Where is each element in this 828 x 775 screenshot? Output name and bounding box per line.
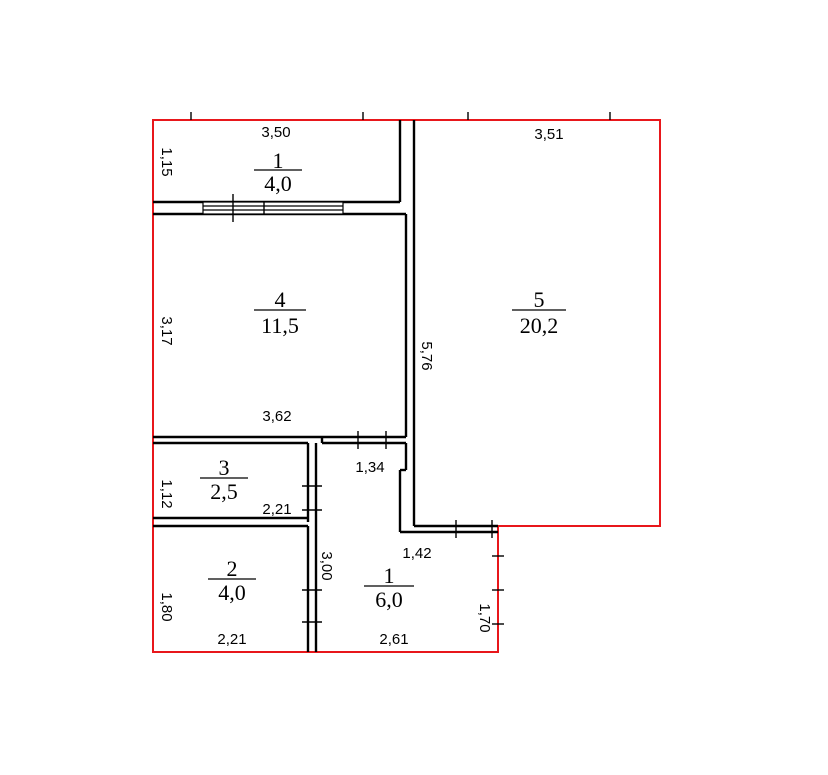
dim-r4-height: 3,17 xyxy=(158,316,175,345)
room-label-6: 1 4,0 xyxy=(254,148,302,196)
door-markers xyxy=(302,431,504,625)
room-number: 3 xyxy=(219,455,230,480)
dim-r6-width: 3,50 xyxy=(261,124,290,141)
dim-r1-mid: 1,42 xyxy=(402,545,431,562)
dim-r3-width: 2,21 xyxy=(262,501,291,518)
room-label-2: 2 4,0 xyxy=(208,556,256,605)
dim-r5-width: 3,51 xyxy=(534,126,563,143)
room-area: 20,2 xyxy=(520,313,559,338)
dim-r1-height: 3,00 xyxy=(318,551,335,580)
top-ticks xyxy=(190,112,611,120)
dim-r1-right: 1,70 xyxy=(476,603,493,632)
room-label-5: 5 20,2 xyxy=(512,287,566,338)
room-number: 1 xyxy=(384,563,395,588)
dim-r1-width: 2,61 xyxy=(379,631,408,648)
dim-r5-height: 5,76 xyxy=(418,341,435,370)
dim-r3-height: 1,12 xyxy=(158,479,175,508)
room-area: 4,0 xyxy=(218,580,246,605)
dim-r2-height: 1,80 xyxy=(158,592,175,621)
room-area: 2,5 xyxy=(210,479,238,504)
room-number: 5 xyxy=(534,287,545,312)
room-area: 6,0 xyxy=(375,587,403,612)
dim-r4-width: 3,62 xyxy=(262,408,291,425)
room-number: 2 xyxy=(227,556,238,581)
room-area: 11,5 xyxy=(261,313,299,338)
window xyxy=(202,194,344,222)
room-area: 4,0 xyxy=(264,171,292,196)
room-label-4: 4 11,5 xyxy=(254,287,306,338)
room-number: 4 xyxy=(275,287,286,312)
dim-r6-height: 1,15 xyxy=(158,147,175,176)
room-label-3: 3 2,5 xyxy=(200,455,248,504)
room-label-1: 1 6,0 xyxy=(364,563,414,612)
interior-walls xyxy=(153,120,498,652)
room-number: 1 xyxy=(273,148,284,173)
dim-r1-top: 1,34 xyxy=(355,459,384,476)
dim-r2-width: 2,21 xyxy=(217,631,246,648)
